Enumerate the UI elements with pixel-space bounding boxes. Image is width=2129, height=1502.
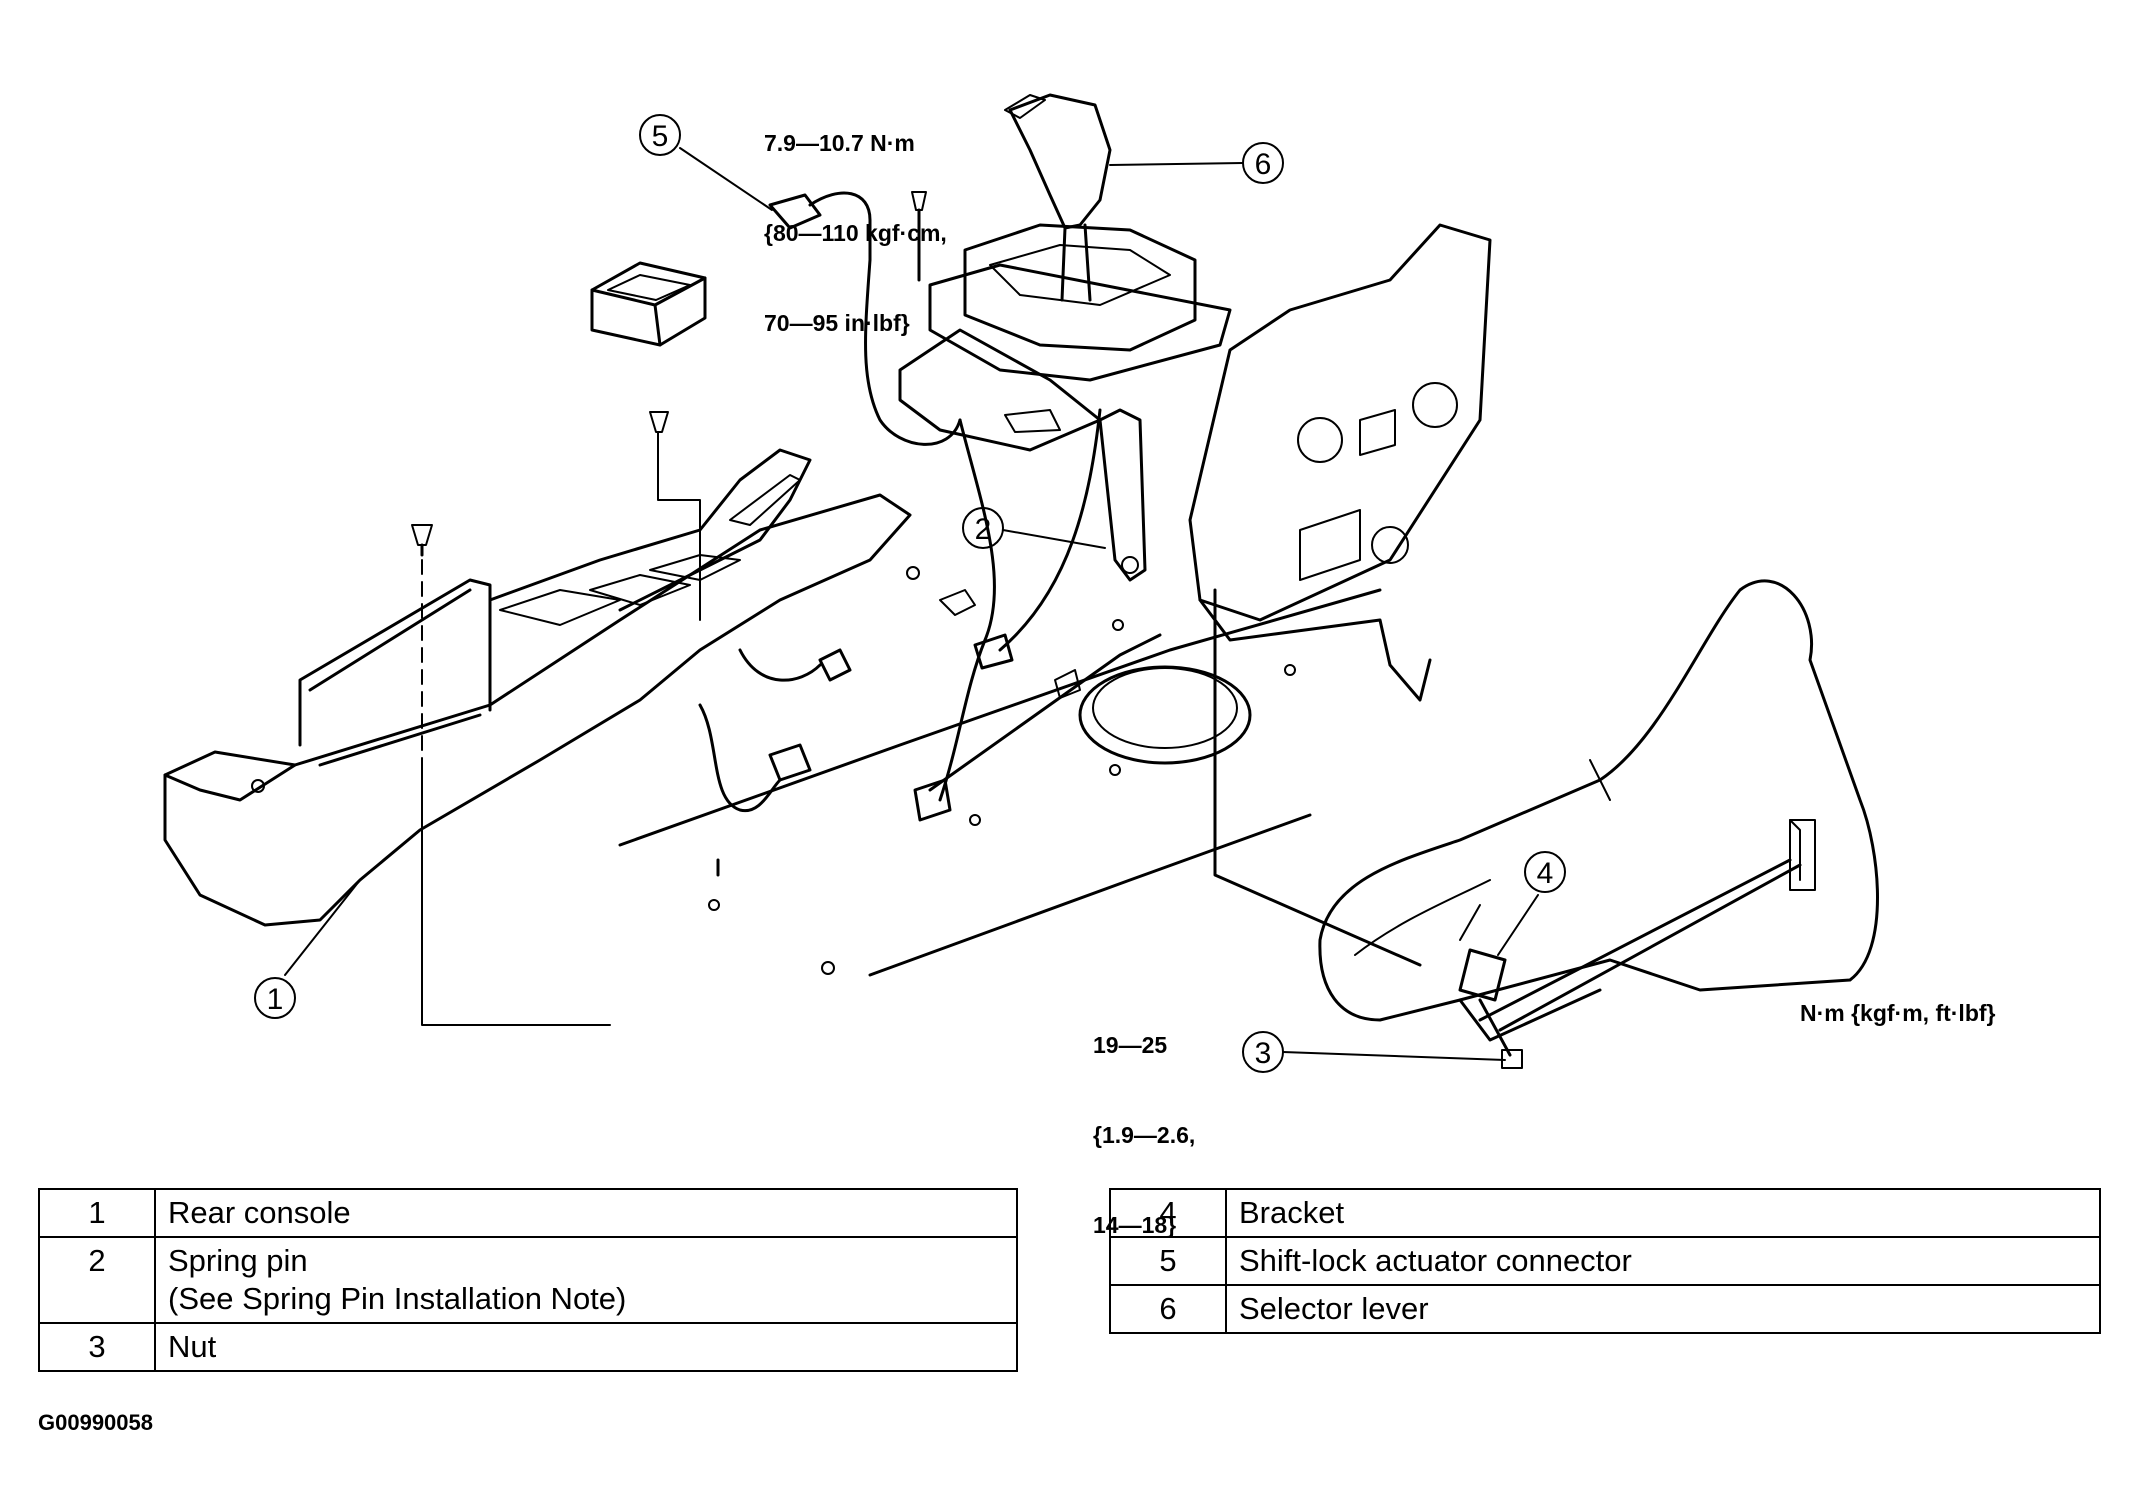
shift-lock-connector [768, 191, 962, 446]
callout-3: 3 [1242, 1031, 1506, 1073]
transmission [1318, 579, 1879, 1042]
part-name: Nut [154, 1322, 1018, 1372]
storage-box [590, 261, 707, 347]
spec-line: 70—95 in·lbf} [764, 310, 910, 336]
svg-text:4: 4 [1537, 857, 1554, 890]
spec-line: {1.9—2.6, [1093, 1122, 1196, 1148]
part-name: Shift-lock actuator connector [1225, 1236, 2101, 1286]
torque-units-note: N·m {kgf·m, ft·lbf} [1800, 1000, 1996, 1026]
part-name: Rear console [154, 1188, 1018, 1238]
floor-panel [618, 588, 1382, 977]
callout-4: 4 [1497, 851, 1566, 956]
callout-1: 1 [254, 879, 361, 1019]
svg-text:3: 3 [1255, 1037, 1272, 1070]
exploded-view-drawing: 1 2 3 4 5 6 [163, 93, 1879, 1073]
callout-5: 5 [639, 114, 773, 211]
spec-line: 19—25 [1093, 1032, 1168, 1058]
table-row: 1 Rear console [38, 1188, 1018, 1238]
part-number: 4 [1109, 1188, 1227, 1238]
part-number: 1 [38, 1188, 156, 1238]
part-number: 3 [38, 1322, 156, 1372]
wiring-harness [698, 408, 1162, 822]
svg-text:2: 2 [975, 513, 992, 546]
part-name: Selector lever [1225, 1284, 2101, 1334]
parts-legend-right: 4 Bracket 5 Shift-lock actuator connecto… [1109, 1188, 2101, 1334]
table-row: 2 Spring pin (See Spring Pin Installatio… [38, 1236, 1018, 1324]
shift-cable-bracket [1213, 588, 1816, 1069]
table-row: 6 Selector lever [1109, 1284, 2101, 1334]
callout-6: 6 [1109, 142, 1284, 184]
svg-text:5: 5 [652, 120, 669, 153]
svg-text:6: 6 [1255, 148, 1272, 181]
svg-text:1: 1 [267, 983, 284, 1016]
part-number: 5 [1109, 1236, 1227, 1286]
spec-line: {80—110 kgf·cm, [764, 220, 947, 246]
spec-line: 7.9—10.7 N·m [764, 130, 915, 156]
table-row: 4 Bracket [1109, 1188, 2101, 1238]
figure-id: G00990058 [38, 1410, 153, 1435]
selector-bolt-torque-spec: 7.9—10.7 N·m {80—110 kgf·cm, 70—95 in·lb… [764, 68, 947, 368]
part-name: Spring pin (See Spring Pin Installation … [154, 1236, 1018, 1324]
console-screws [411, 411, 976, 1026]
table-row: 3 Nut [38, 1322, 1018, 1372]
part-name: Bracket [1225, 1188, 2101, 1238]
rear-console [163, 448, 920, 927]
part-number: 2 [38, 1236, 156, 1324]
callout-2: 2 [962, 507, 1106, 549]
table-row: 5 Shift-lock actuator connector [1109, 1236, 2101, 1286]
selector-lever-assembly [898, 93, 1232, 582]
parts-legend-left: 1 Rear console 2 Spring pin (See Spring … [38, 1188, 1018, 1372]
part-number: 6 [1109, 1284, 1227, 1334]
dashboard-center-stack [1188, 223, 1492, 702]
